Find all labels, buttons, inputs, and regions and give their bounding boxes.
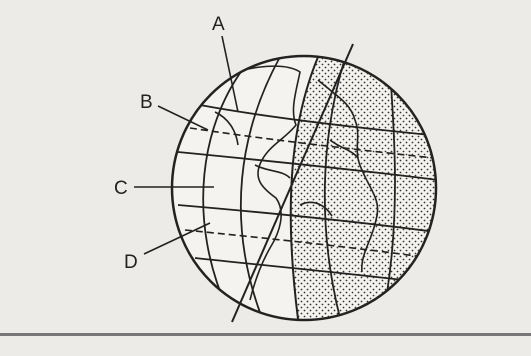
- label-b: B: [140, 92, 153, 113]
- page-divider: [0, 333, 531, 336]
- label-d: D: [124, 252, 138, 273]
- label-c: C: [114, 178, 128, 199]
- label-a: A: [212, 14, 225, 35]
